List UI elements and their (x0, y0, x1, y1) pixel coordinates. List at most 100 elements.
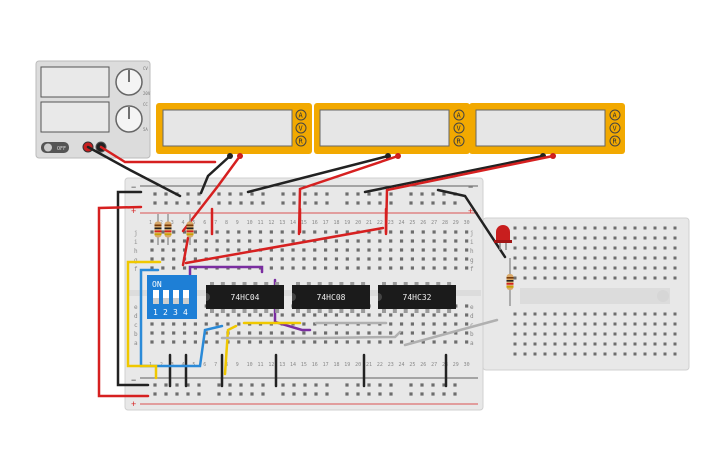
side-hole[interactable] (523, 322, 527, 326)
side-hole[interactable] (653, 352, 657, 356)
side-hole[interactable] (653, 236, 657, 240)
breadboard-hole[interactable] (172, 257, 176, 261)
breadboard-hole[interactable] (172, 230, 176, 234)
breadboard-hole[interactable] (291, 313, 295, 317)
side-hole[interactable] (653, 332, 657, 336)
rail-hole[interactable] (175, 392, 179, 396)
breadboard-hole[interactable] (465, 266, 469, 270)
side-hole[interactable] (573, 322, 577, 326)
side-hole[interactable] (563, 236, 567, 240)
breadboard-hole[interactable] (399, 230, 404, 234)
breadboard-hole[interactable] (345, 266, 349, 270)
breadboard-hole[interactable] (302, 340, 306, 344)
side-hole[interactable] (633, 236, 637, 240)
rail-hole[interactable] (431, 201, 435, 205)
side-hole[interactable] (623, 312, 627, 316)
breadboard-hole[interactable] (367, 313, 371, 317)
side-hole[interactable] (523, 342, 527, 346)
breadboard-hole[interactable] (161, 248, 165, 252)
side-hole[interactable] (513, 256, 517, 260)
breadboard-hole[interactable] (443, 257, 447, 261)
breadboard-hole[interactable] (421, 331, 425, 335)
side-hole[interactable] (513, 312, 517, 316)
breadboard-hole[interactable] (443, 239, 447, 243)
side-hole[interactable] (533, 342, 537, 346)
side-hole[interactable] (643, 256, 647, 260)
breadboard-hole[interactable] (269, 331, 273, 335)
breadboard-hole[interactable] (334, 266, 339, 270)
side-hole[interactable] (623, 246, 627, 250)
side-hole[interactable] (603, 332, 607, 336)
breadboard-hole[interactable] (172, 331, 176, 335)
side-hole[interactable] (603, 342, 607, 346)
breadboard-hole[interactable] (410, 331, 414, 335)
rail-hole[interactable] (186, 201, 190, 205)
breadboard-hole[interactable] (399, 313, 404, 317)
breadboard-hole[interactable] (204, 340, 208, 344)
breadboard-hole[interactable] (269, 239, 273, 243)
rail-hole[interactable] (314, 192, 318, 196)
side-hole[interactable] (533, 256, 537, 260)
rail-hole[interactable] (378, 383, 382, 387)
rail-hole[interactable] (175, 201, 179, 205)
breadboard-hole[interactable] (269, 313, 273, 317)
side-hole[interactable] (513, 342, 517, 346)
breadboard-hole[interactable] (248, 257, 252, 261)
rail-hole[interactable] (409, 392, 413, 396)
side-hole[interactable] (523, 312, 527, 316)
side-hole[interactable] (593, 342, 597, 346)
rail-hole[interactable] (409, 201, 413, 205)
rail-hole[interactable] (239, 192, 243, 196)
breadboard-hole[interactable] (193, 322, 197, 326)
breadboard-hole[interactable] (389, 322, 393, 326)
breadboard-hole[interactable] (324, 331, 328, 335)
breadboard-hole[interactable] (182, 322, 187, 326)
breadboard-hole[interactable] (432, 313, 436, 317)
breadboard-hole[interactable] (237, 322, 241, 326)
breadboard-hole[interactable] (389, 230, 393, 234)
meter-button-r[interactable]: R (453, 135, 465, 147)
side-hole[interactable] (533, 352, 537, 356)
breadboard-hole[interactable] (269, 230, 273, 234)
breadboard-hole[interactable] (280, 266, 284, 270)
breadboard-hole[interactable] (345, 340, 349, 344)
side-hole[interactable] (643, 236, 647, 240)
breadboard-hole[interactable] (378, 239, 382, 243)
side-hole[interactable] (523, 332, 527, 336)
breadboard-hole[interactable] (324, 230, 328, 234)
breadboard-hole[interactable] (410, 313, 414, 317)
breadboard-hole[interactable] (193, 340, 197, 344)
breadboard-hole[interactable] (454, 322, 458, 326)
rail-hole[interactable] (250, 383, 254, 387)
breadboard-hole[interactable] (399, 340, 404, 344)
breadboard-hole[interactable] (258, 239, 263, 243)
side-hole[interactable] (633, 246, 637, 250)
breadboard-hole[interactable] (410, 248, 414, 252)
breadboard-hole[interactable] (302, 266, 306, 270)
breadboard-hole[interactable] (421, 340, 425, 344)
dip-toggle-4[interactable] (183, 290, 189, 304)
breadboard-hole[interactable] (302, 322, 306, 326)
breadboard-hole[interactable] (410, 266, 414, 270)
rail-hole[interactable] (292, 392, 296, 396)
side-hole[interactable] (543, 352, 547, 356)
rail-hole[interactable] (356, 392, 360, 396)
chip-74hc04[interactable]: 74HC04 (206, 282, 284, 313)
dip-toggle-2[interactable] (163, 290, 169, 304)
breadboard-hole[interactable] (161, 257, 165, 261)
resistor[interactable] (506, 258, 514, 306)
rail-hole[interactable] (420, 383, 424, 387)
rail-hole[interactable] (186, 192, 190, 196)
resistor[interactable] (164, 214, 172, 245)
breadboard-hole[interactable] (172, 239, 176, 243)
breadboard-hole[interactable] (378, 340, 382, 344)
side-hole[interactable] (593, 332, 597, 336)
breadboard-hole[interactable] (356, 331, 360, 335)
side-hole[interactable] (613, 332, 617, 336)
side-hole[interactable] (673, 236, 677, 240)
breadboard-hole[interactable] (465, 340, 469, 344)
breadboard-hole[interactable] (432, 239, 436, 243)
breadboard-hole[interactable] (356, 257, 360, 261)
breadboard-hole[interactable] (389, 239, 393, 243)
breadboard-hole[interactable] (454, 313, 458, 317)
